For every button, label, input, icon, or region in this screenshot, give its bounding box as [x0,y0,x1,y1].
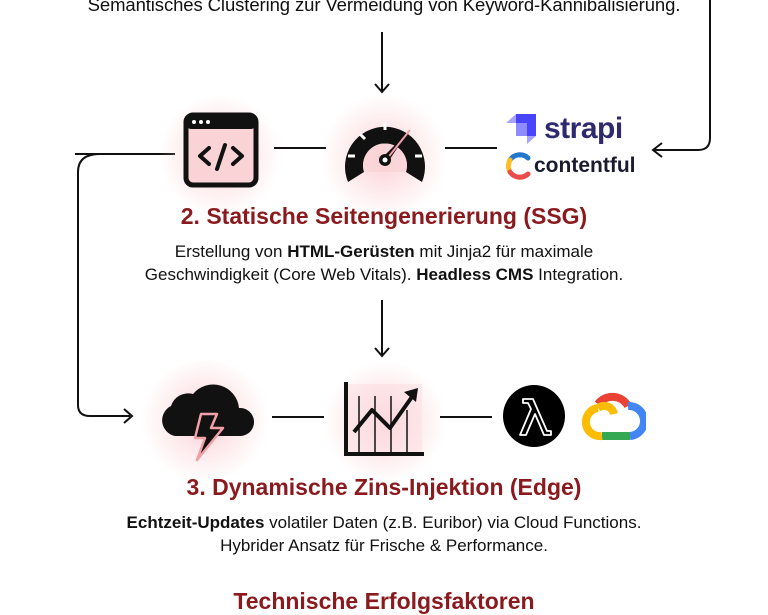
contentful-icon [506,152,531,180]
section-title-partial: Technische Erfolgsfaktoren [233,588,535,614]
step2-desc-line2: Geschwindigkeit (Core Web Vitals). Headl… [144,265,624,284]
feedback-connector-arrow [651,0,711,158]
step2-title: 2. Statische Seitengenerierung (SSG) [180,203,588,229]
step2-description: Erstellung von HTML-Gerüsten mit Jinja2 … [0,240,768,286]
google-cloud-logo [581,392,646,441]
down-arrow-2 [374,300,390,358]
cloud-lightning-icon [162,384,255,462]
speedometer-icon [345,122,425,182]
connector-line [272,416,324,418]
step2-desc-line1: Erstellung von HTML-Gerüsten mit Jinja2 … [174,242,594,261]
code-window-icon [183,112,259,188]
step3-title: 3. Dynamische Zins-Injektion (Edge) [186,474,582,500]
connector-line [75,153,175,155]
strapi-wordmark: strapi [544,112,623,145]
strapi-icon [506,114,536,144]
connector-line [274,147,326,149]
step3-desc-line2: Hybrider Ansatz für Frische & Performanc… [220,536,548,555]
contentful-wordmark: contentful [534,154,636,177]
step1-description: Semantisches Clustering zur Vermeidung v… [87,0,681,15]
connector-line [445,147,497,149]
loop-connector-arrow [77,153,134,424]
line-chart-icon [344,382,424,456]
aws-lambda-logo [503,385,565,447]
strapi-logo: strapi [506,112,623,146]
connector-line [440,416,492,418]
step3-description: Echtzeit-Updates volatiler Daten (z.B. E… [0,511,768,557]
down-arrow-1 [374,32,390,94]
contentful-logo: contentful [506,152,635,180]
step3-desc-line1: Echtzeit-Updates volatiler Daten (z.B. E… [126,513,642,532]
